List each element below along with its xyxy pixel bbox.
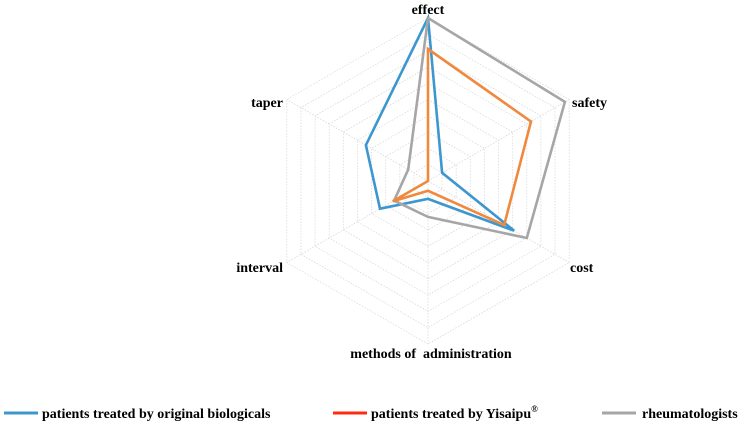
legend-label-yisaipu-sup: ® [531, 404, 538, 414]
axis-label-interval: interval [236, 261, 283, 276]
grid-ring-4 [371, 115, 485, 247]
axis-label-effect: effect [412, 3, 445, 18]
grid-ring-2 [399, 147, 457, 215]
legend-label-yisaipu-name: patients treated by Yisaipu [371, 407, 531, 422]
grid-spoke-1 [427, 99, 570, 182]
grid-spoke-5 [286, 99, 429, 182]
series-line-0 [364, 13, 515, 232]
series-line-1 [392, 46, 533, 227]
series-line-2 [392, 15, 567, 240]
legend-label-yisaipu: patients treated by Yisaipu® [371, 404, 538, 422]
legend-label-original-biologicals: patients treated by original biologicals [42, 407, 271, 422]
axis-label-taper: taper [251, 96, 283, 111]
radar-series [364, 13, 567, 240]
grid-ring-6 [342, 82, 514, 280]
grid-ring-9 [300, 33, 556, 329]
axis-label-safety: safety [572, 96, 607, 111]
axis-label-cost: cost [570, 261, 594, 276]
legend: patients treated by original biologicals… [4, 404, 738, 422]
legend-label-rheumatologists: rheumatologists [642, 407, 738, 422]
axis-label-methods-of-administration: methods of administration [350, 347, 512, 362]
